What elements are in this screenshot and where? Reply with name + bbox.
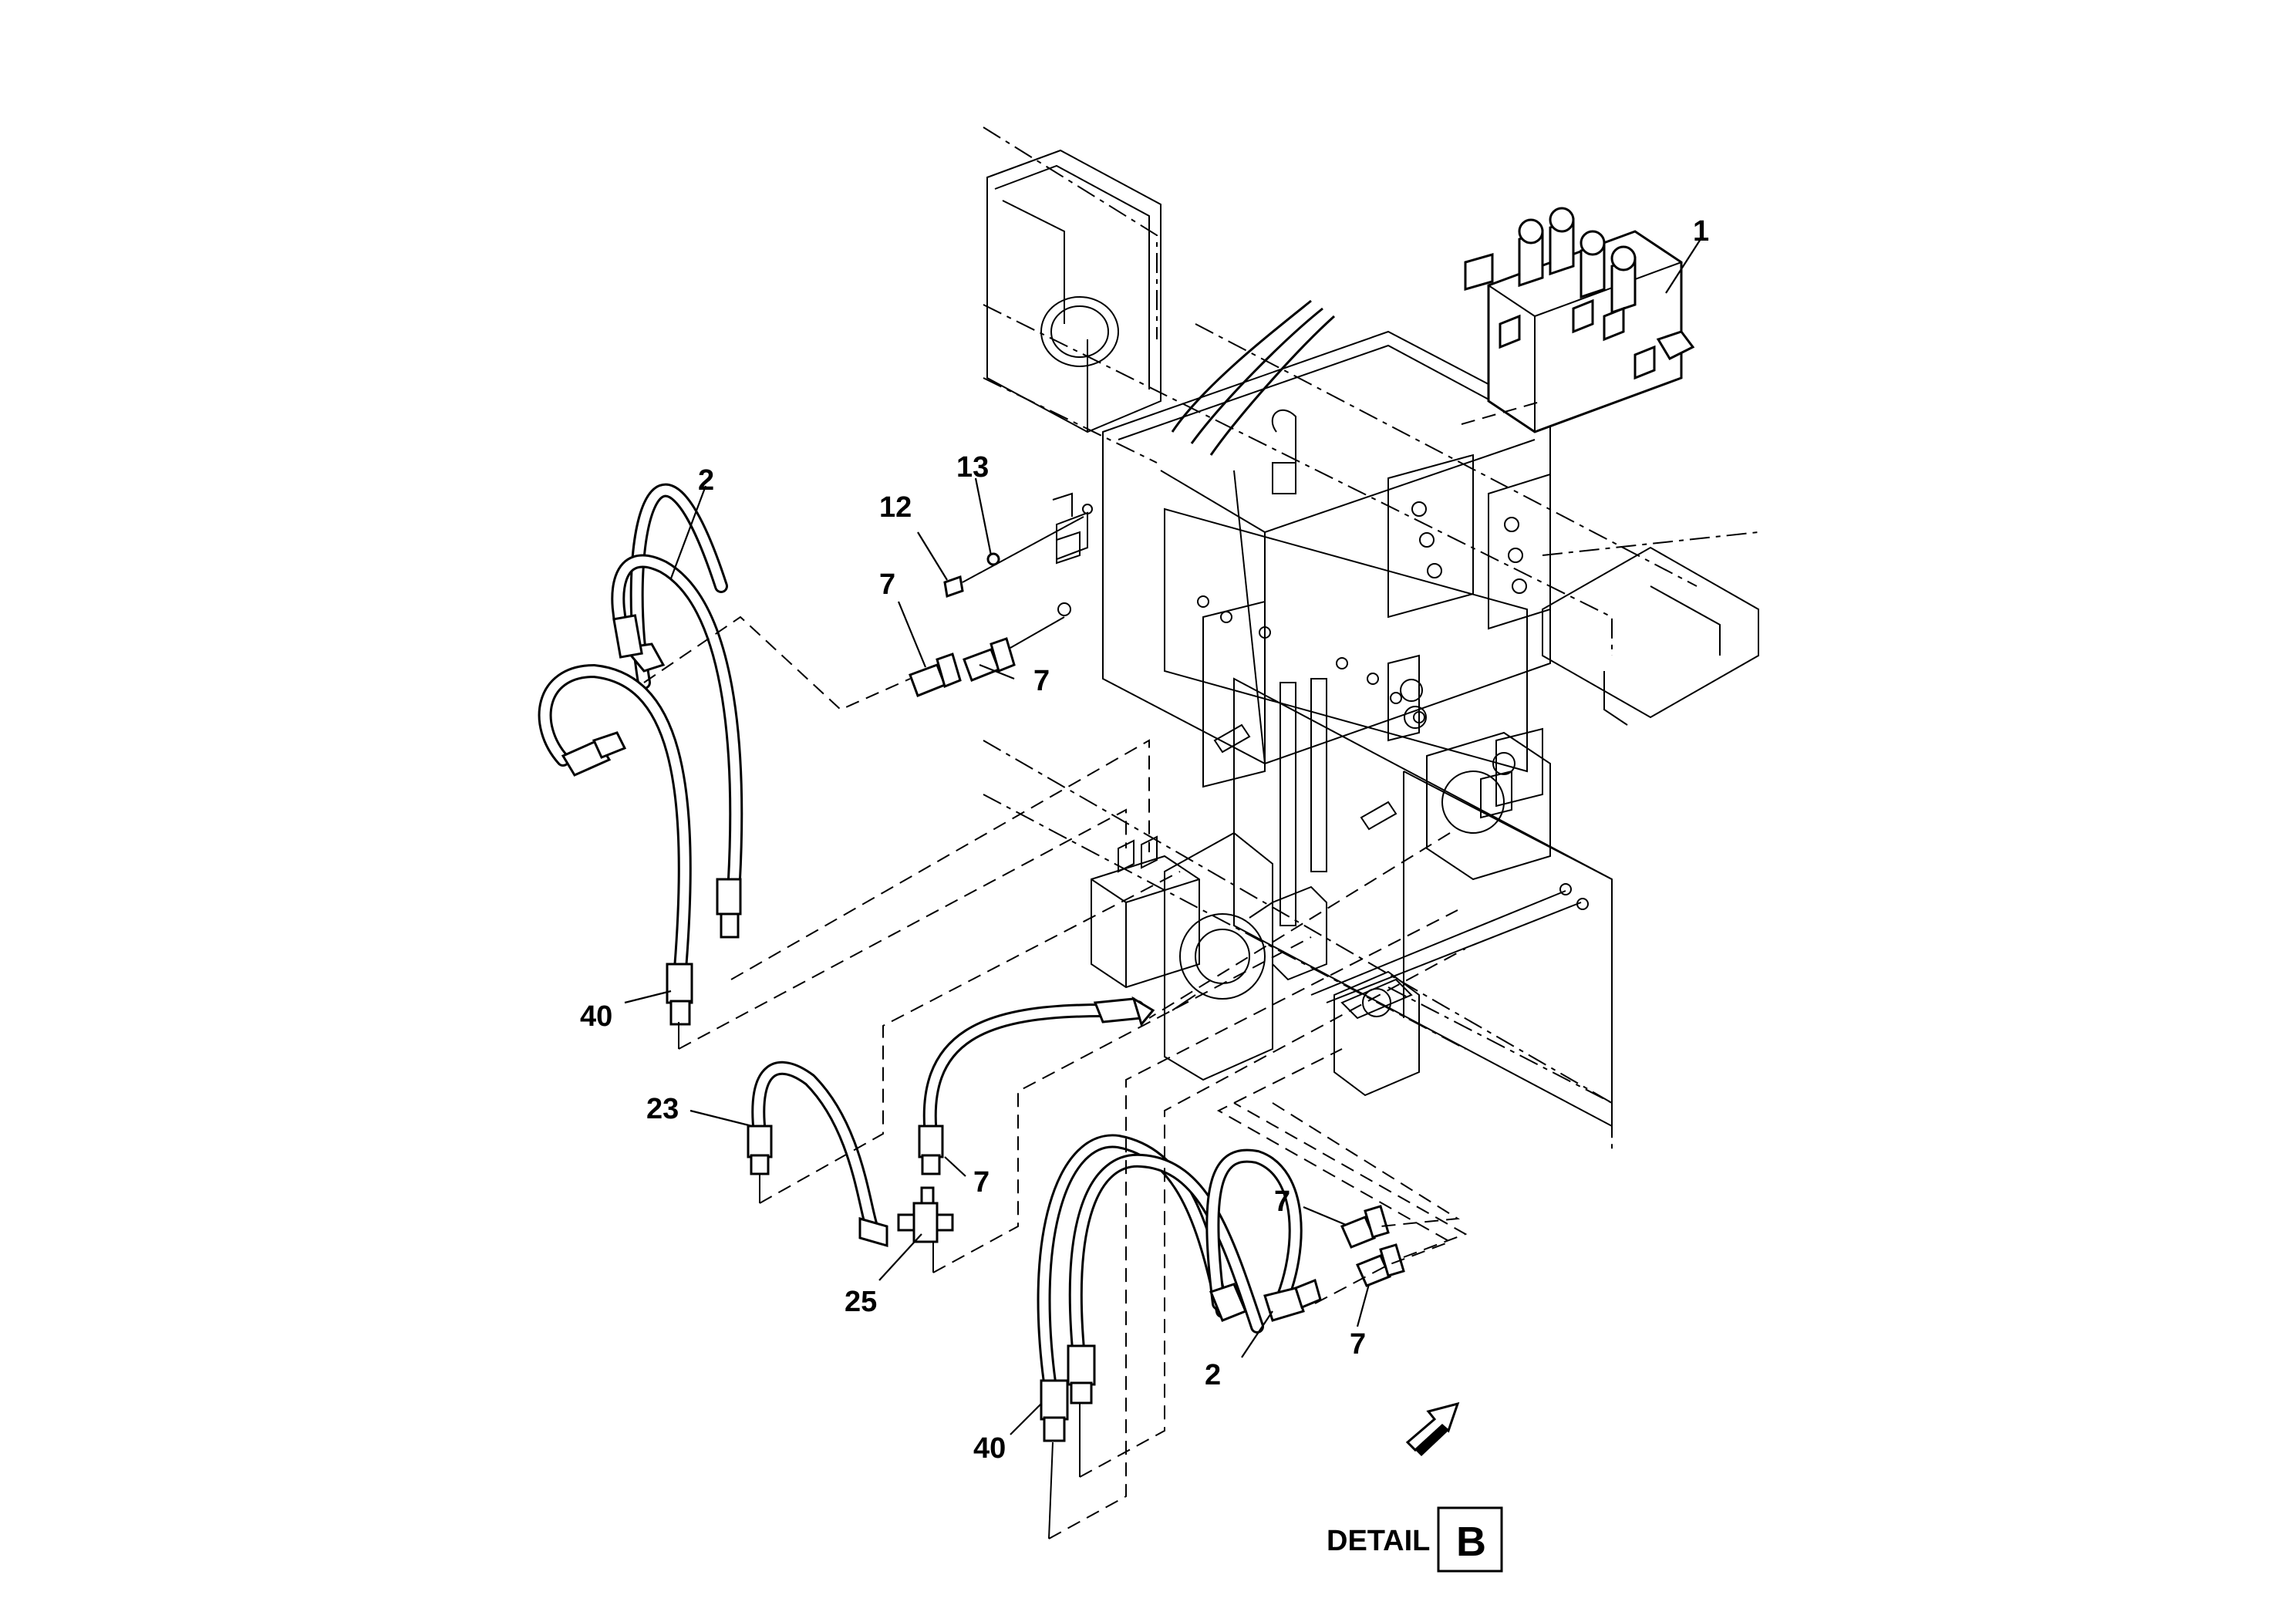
hose-40-left — [538, 663, 693, 1026]
hose-7-mid — [918, 996, 1155, 1175]
valve-block — [1464, 207, 1695, 433]
detail-letter-box — [1437, 1506, 1503, 1573]
callout-1: 1 — [1693, 215, 1709, 248]
fitting-12-13 — [943, 492, 1084, 599]
callout-40-left: 40 — [580, 1000, 612, 1033]
leader-lines — [624, 238, 1701, 1435]
hose-2-upper — [611, 483, 743, 939]
callout-labels: 1 2 13 12 7 7 40 23 7 7 25 7 2 40 — [580, 215, 1709, 1465]
callout-7-a: 7 — [879, 568, 895, 601]
tee-fitting-25 — [897, 1186, 954, 1243]
callout-12: 12 — [879, 491, 912, 524]
detail-word: DETAIL — [1327, 1525, 1430, 1557]
callout-7-e: 7 — [1350, 1328, 1366, 1361]
callout-2-top: 2 — [698, 464, 714, 497]
detail-label: DETAIL B — [1327, 1506, 1503, 1573]
hose-23 — [747, 1061, 888, 1247]
hose-2-lower — [1205, 1148, 1322, 1322]
callout-7-d: 7 — [1274, 1185, 1290, 1218]
callout-7-b: 7 — [1033, 665, 1050, 697]
callout-13: 13 — [956, 451, 989, 484]
fitting-7-pair-lower — [1340, 1205, 1405, 1287]
callout-7-c: 7 — [973, 1166, 990, 1199]
view-direction-arrow-icon — [1405, 1401, 1460, 1456]
machine-frame — [983, 126, 1759, 1149]
callout-23: 23 — [646, 1093, 679, 1125]
hose-40-bottom — [1037, 1134, 1264, 1442]
connection-lines — [643, 400, 1543, 1539]
callout-2-bottom: 2 — [1205, 1359, 1221, 1391]
detail-letter: B — [1456, 1519, 1486, 1565]
callout-40-bottom: 40 — [973, 1432, 1006, 1465]
callout-25: 25 — [845, 1286, 877, 1318]
